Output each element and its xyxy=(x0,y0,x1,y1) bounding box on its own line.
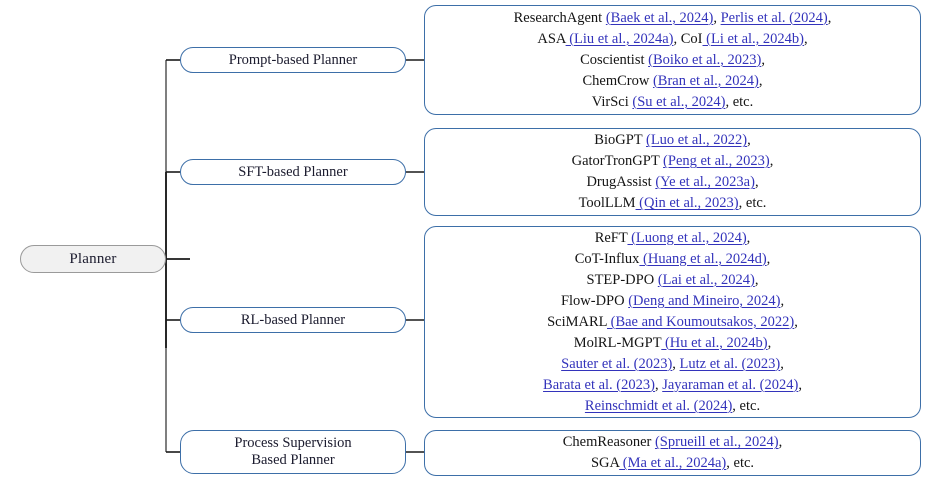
content-line: MolRL-MGPT (Hu et al., 2024b), xyxy=(574,333,772,354)
citation-link[interactable]: (Luo et al., 2022) xyxy=(646,132,748,148)
content-text: , xyxy=(754,271,759,288)
citation-link[interactable]: (Liu et al., 2024a) xyxy=(565,30,674,47)
content-text: , xyxy=(746,229,751,246)
citation-link[interactable]: (Lai et al., 2024) xyxy=(657,271,755,288)
content-text: , xyxy=(778,434,783,450)
citation-link[interactable]: Perlis et al. (2024) xyxy=(720,9,828,26)
citation-link[interactable]: (Baek et al., 2024) xyxy=(605,9,714,26)
content-text: , xyxy=(758,72,763,89)
content-text: Flow-DPO xyxy=(560,292,629,309)
content-line: DrugAssist (Ye et al., 2023a), xyxy=(586,172,758,193)
citation-link[interactable]: (Ye et al., 2023a) xyxy=(655,174,755,190)
content-line: ChemCrow (Bran et al., 2024), xyxy=(582,71,762,92)
content-box-rl-based-planner: ReFT (Luong et al., 2024),CoT-Influx (Hu… xyxy=(424,226,921,418)
citation-link[interactable]: (Li et al., 2024b) xyxy=(702,30,804,47)
citation-link[interactable]: (Bae and Koumoutsakos, 2022) xyxy=(607,313,795,330)
citation-link[interactable]: (Boiko et al., 2023) xyxy=(648,51,762,68)
citation-link[interactable]: (Deng and Mineiro, 2024) xyxy=(628,292,781,309)
citation-link[interactable]: (Ma et al., 2024a) xyxy=(619,455,727,471)
content-text: , xyxy=(767,334,772,351)
content-line: STEP-DPO (Lai et al., 2024), xyxy=(587,270,759,291)
content-line: Sauter et al. (2023), Lutz et al. (2023)… xyxy=(561,354,784,375)
content-text: , xyxy=(672,355,680,372)
content-line: Barata et al. (2023), Jayaraman et al. (… xyxy=(543,375,802,396)
content-text: , xyxy=(754,174,759,190)
content-line: ChemReasoner (Sprueill et al., 2024), xyxy=(563,432,782,453)
content-box-process-supervision-based-planner: ChemReasoner (Sprueill et al., 2024),SGA… xyxy=(424,430,921,476)
content-text: SGA xyxy=(590,455,620,471)
content-text: STEP-DPO xyxy=(586,271,658,288)
content-text: ReFT xyxy=(594,229,628,246)
citation-link[interactable]: (Luong et al., 2024) xyxy=(627,229,747,246)
content-text: DrugAssist xyxy=(586,174,656,190)
content-text: ChemCrow xyxy=(582,72,653,89)
citation-link[interactable]: Reinschmidt et al. (2024) xyxy=(584,397,733,414)
content-text: , xyxy=(827,9,832,26)
category-node-label: SFT-based Planner xyxy=(238,163,348,180)
content-text: , xyxy=(747,132,751,148)
content-text: , xyxy=(769,153,774,169)
citation-link[interactable]: (Huang et al., 2024d) xyxy=(639,250,767,267)
content-text: , xyxy=(766,250,771,267)
citation-link[interactable]: (Su et al., 2024) xyxy=(632,93,726,110)
root-node-label: Planner xyxy=(69,250,117,267)
citation-link[interactable]: Sauter et al. (2023) xyxy=(561,355,673,372)
content-text: , xyxy=(654,376,663,393)
citation-link[interactable]: Jayaraman et al. (2024) xyxy=(662,376,799,393)
citation-link[interactable]: Lutz et al. (2023) xyxy=(679,355,781,372)
root-node-planner[interactable]: Planner xyxy=(20,245,166,273)
content-text: , etc. xyxy=(738,195,767,211)
content-line: BioGPT (Luo et al., 2022), xyxy=(594,130,750,151)
content-text: Coscientist xyxy=(580,51,649,68)
content-line: ASA (Liu et al., 2024a), CoI (Li et al.,… xyxy=(537,29,807,50)
citation-link[interactable]: (Sprueill et al., 2024) xyxy=(654,434,779,450)
content-line: SGA (Ma et al., 2024a), etc. xyxy=(591,453,754,474)
content-text: , xyxy=(794,313,798,330)
content-text: BioGPT xyxy=(594,132,646,148)
content-line: ResearchAgent (Baek et al., 2024), Perli… xyxy=(514,8,832,29)
content-line: ToolLLM (Qin et al., 2023), etc. xyxy=(579,193,767,214)
content-text: ToolLLM xyxy=(578,195,636,211)
content-text: , etc. xyxy=(725,93,754,110)
citation-link[interactable]: (Qin et al., 2023) xyxy=(635,195,739,211)
citation-link[interactable]: (Peng et al., 2023) xyxy=(663,153,770,169)
content-line: Flow-DPO (Deng and Mineiro, 2024), xyxy=(561,291,784,312)
content-line: VirSci (Su et al., 2024), etc. xyxy=(592,92,753,113)
content-text: , xyxy=(798,376,802,393)
content-box-sft-based-planner: BioGPT (Luo et al., 2022),GatorTronGPT (… xyxy=(424,128,921,216)
category-node-rl-based-planner[interactable]: RL-based Planner xyxy=(180,307,406,333)
content-line: ReFT (Luong et al., 2024), xyxy=(595,228,751,249)
citation-link[interactable]: (Bran et al., 2024) xyxy=(652,72,759,89)
content-line: SciMARL (Bae and Koumoutsakos, 2022), xyxy=(547,312,798,333)
content-text: CoT-Influx xyxy=(574,250,640,267)
content-text: , xyxy=(761,51,765,68)
content-line: Reinschmidt et al. (2024), etc. xyxy=(585,396,760,417)
content-text: , xyxy=(804,30,808,47)
category-node-label: Prompt-based Planner xyxy=(228,51,358,68)
content-text: ResearchAgent xyxy=(513,9,606,26)
content-line: CoT-Influx (Huang et al., 2024d), xyxy=(575,249,771,270)
content-text: ASA xyxy=(537,30,566,47)
content-text: , xyxy=(713,9,721,26)
content-line: Coscientist (Boiko et al., 2023), xyxy=(580,50,765,71)
citation-link[interactable]: (Hu et al., 2024b) xyxy=(661,334,768,351)
content-text: , xyxy=(780,292,785,309)
content-text: MolRL-MGPT xyxy=(573,334,662,351)
content-text: , xyxy=(780,355,784,372)
content-text: GatorTronGPT xyxy=(571,153,664,169)
content-text: ChemReasoner xyxy=(562,434,655,450)
category-node-label: RL-based Planner xyxy=(240,311,346,328)
category-node-sft-based-planner[interactable]: SFT-based Planner xyxy=(180,159,406,185)
category-node-prompt-based-planner[interactable]: Prompt-based Planner xyxy=(180,47,406,73)
content-text: , etc. xyxy=(726,455,755,471)
citation-link[interactable]: Barata et al. (2023) xyxy=(543,376,655,393)
content-box-prompt-based-planner: ResearchAgent (Baek et al., 2024), Perli… xyxy=(424,5,921,115)
content-text: SciMARL xyxy=(547,313,607,330)
content-text: , CoI xyxy=(673,30,703,47)
content-text: , etc. xyxy=(732,397,761,414)
content-line: GatorTronGPT (Peng et al., 2023), xyxy=(572,151,774,172)
content-text: VirSci xyxy=(591,93,633,110)
